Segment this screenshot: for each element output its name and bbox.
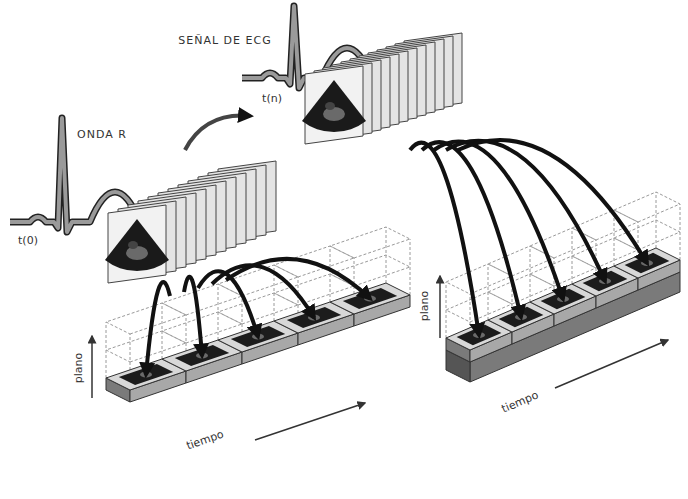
plane-wireframe bbox=[488, 264, 489, 320]
axis-arrow bbox=[91, 336, 93, 398]
plane-wireframe bbox=[386, 227, 387, 283]
plane-wireframe bbox=[162, 303, 163, 359]
echo-sector bbox=[105, 219, 169, 271]
plane-wireframe bbox=[106, 322, 107, 378]
mapping-arrow bbox=[212, 265, 314, 317]
plane-wireframe bbox=[410, 239, 411, 295]
axis-label: plano bbox=[72, 351, 85, 385]
plane-wireframe bbox=[614, 192, 680, 222]
plane-wireframe bbox=[680, 204, 681, 260]
mapping-arrow bbox=[410, 143, 479, 335]
axis-arrow bbox=[255, 403, 365, 440]
plane-wireframe bbox=[218, 284, 219, 340]
echo-frame bbox=[108, 205, 166, 283]
plane-wireframe bbox=[572, 228, 573, 284]
time-label: t(0) bbox=[16, 234, 40, 247]
echo-cavity bbox=[126, 246, 148, 260]
echo-sector bbox=[302, 80, 366, 132]
plane-wireframe bbox=[530, 246, 531, 302]
axis-label: plano bbox=[418, 289, 431, 323]
echo-cavity bbox=[128, 241, 138, 249]
echo-frame bbox=[305, 66, 363, 144]
mapping-arrow bbox=[422, 142, 521, 317]
plane-wireframe bbox=[330, 255, 410, 286]
plane-wireframe bbox=[446, 264, 512, 294]
echo-cavity bbox=[325, 102, 335, 110]
echo-cavity bbox=[323, 107, 345, 121]
mapping-arrow bbox=[434, 142, 563, 299]
axis-label: tiempo bbox=[183, 427, 227, 453]
plane-wireframe bbox=[106, 303, 186, 334]
mapping-arrow bbox=[146, 282, 170, 375]
axis-label: tiempo bbox=[498, 388, 542, 417]
plane-wireframe bbox=[162, 284, 242, 315]
wave-label: ONDA R bbox=[75, 128, 129, 141]
plane-wireframe bbox=[330, 246, 331, 302]
time-label: t(n) bbox=[260, 92, 284, 105]
mapping-arrow bbox=[226, 259, 370, 299]
plane-wireframe bbox=[446, 282, 447, 338]
time-step-arrow bbox=[185, 116, 250, 150]
axis-arrow bbox=[439, 276, 441, 338]
mapping-arrow bbox=[446, 141, 605, 281]
axis-arrow bbox=[555, 340, 668, 388]
signal-label: SEÑAL DE ECG bbox=[176, 34, 273, 47]
base-block bbox=[470, 272, 680, 382]
mapping-arrow bbox=[458, 140, 647, 263]
plane-wireframe bbox=[614, 210, 615, 266]
plane-wireframe bbox=[656, 192, 657, 248]
plane-wireframe bbox=[330, 227, 410, 258]
